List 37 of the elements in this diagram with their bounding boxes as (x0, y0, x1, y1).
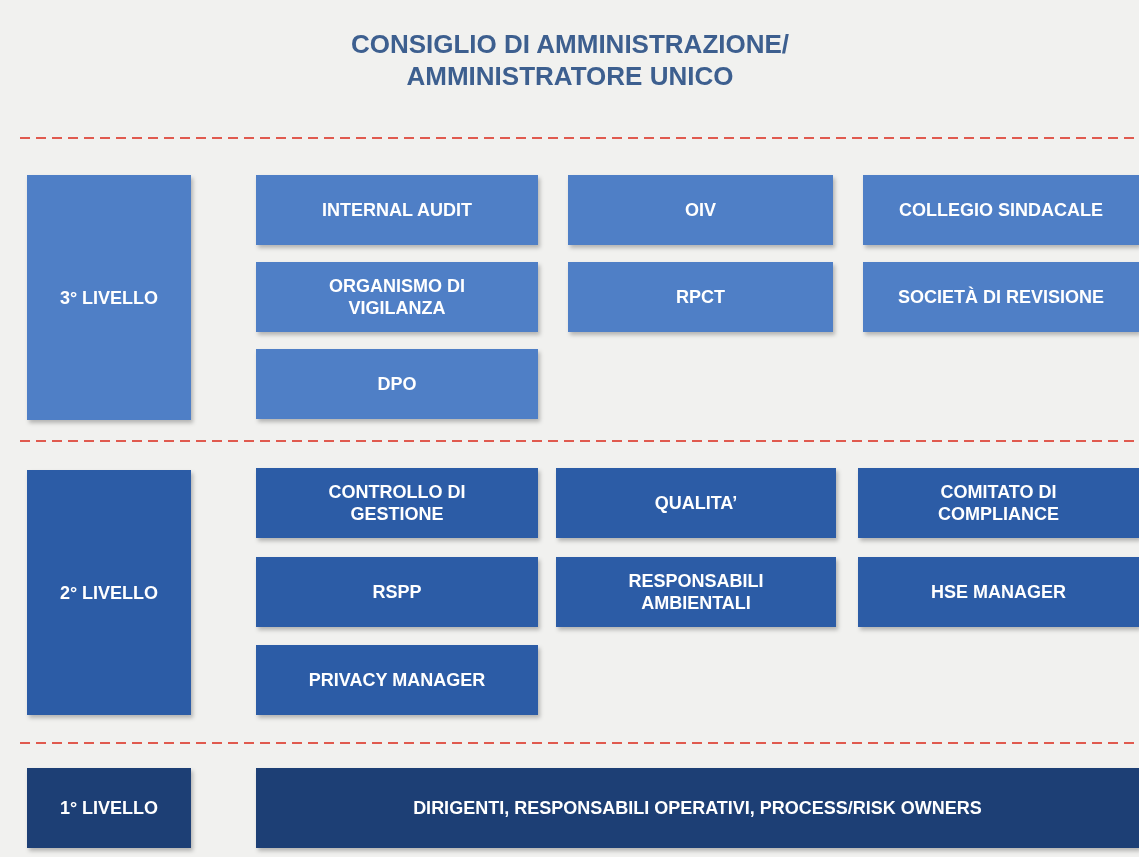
function-box (568, 262, 833, 332)
box-label: INTERNAL AUDIT (322, 199, 472, 221)
box-label: 1° LIVELLO (59, 797, 159, 819)
function-box (256, 557, 538, 627)
box-label: RESPONSABILI AMBIENTALI (627, 570, 765, 614)
function-box (863, 262, 1139, 332)
box-label: HSE MANAGER (931, 581, 1066, 603)
function-box (858, 468, 1139, 538)
function-box (863, 175, 1139, 245)
function-box (568, 175, 833, 245)
box-label: SOCIETÀ DI REVISIONE (897, 286, 1104, 308)
box-label: COMITATO DI COMPLIANCE (937, 481, 1060, 525)
box-label: 3° LIVELLO (59, 286, 159, 309)
function-box (256, 262, 538, 332)
box-label: ORGANISMO DI VIGILANZA (328, 275, 466, 319)
box-label: RPCT (676, 286, 725, 308)
box-label: DPO (377, 373, 417, 395)
box-label: CONTROLLO DI GESTIONE (327, 481, 467, 525)
diagram-title: CONSIGLIO DI AMMINISTRAZIONE/ AMMINISTRATORE UNICO (349, 28, 791, 92)
function-box (256, 468, 538, 538)
level-box (27, 175, 191, 420)
function-box (256, 645, 538, 715)
box-label: QUALITA’ (654, 492, 738, 514)
box-label: PRIVACY MANAGER (308, 669, 486, 691)
box-label: OIV (685, 199, 716, 221)
function-box (256, 768, 1139, 848)
function-box (256, 175, 538, 245)
box-label: COLLEGIO SINDACALE (899, 199, 1103, 221)
function-box (556, 468, 836, 538)
function-box (256, 349, 538, 419)
function-box (858, 557, 1139, 627)
level-box (27, 470, 191, 715)
box-label: DIRIGENTI, RESPONSABILI OPERATIVI, PROCESS/RISK OWNERS (413, 797, 982, 819)
level-box (27, 768, 191, 848)
box-label: 2° LIVELLO (59, 581, 159, 604)
function-box (556, 557, 836, 627)
box-label: RSPP (372, 581, 422, 603)
